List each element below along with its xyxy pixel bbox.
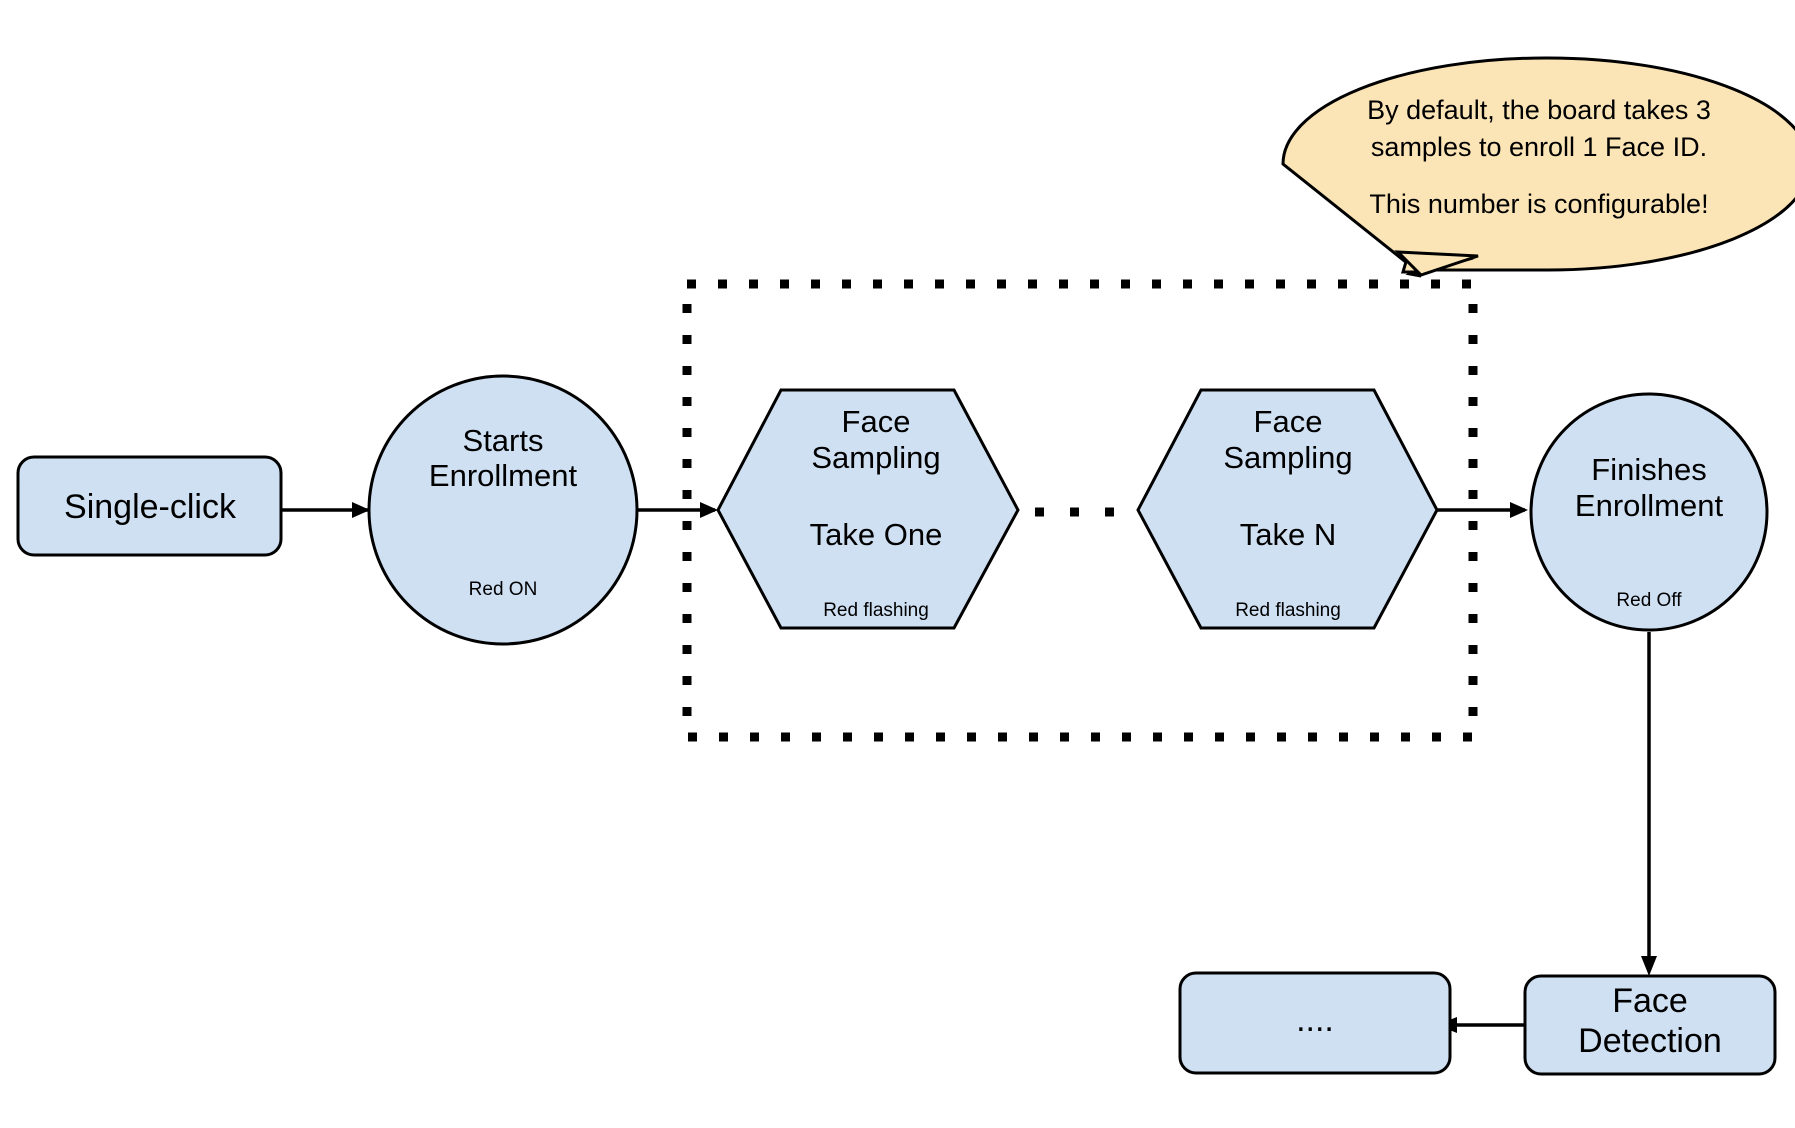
finishes-enrollment-label-line1: Finishes <box>1591 452 1706 487</box>
node-continuation[interactable]: .... <box>1178 971 1452 1075</box>
face-detection-label-line2: Detection <box>1578 1022 1722 1060</box>
node-face-sampling-one[interactable]: Face Sampling Take One Red flashing <box>716 388 1020 630</box>
starts-enrollment-label-line1: Starts <box>463 423 544 458</box>
arrow-sampling-n-to-finishes <box>1437 502 1528 518</box>
arrow-starts-to-sampling-one <box>637 502 718 518</box>
face-sampling-n-label-line1: Face <box>1254 404 1323 439</box>
callout-line1: By default, the board takes 3 <box>1367 95 1711 125</box>
arrow-finishes-to-face-detection <box>1641 632 1657 976</box>
callout-balloon: By default, the board takes 3 samples to… <box>1281 56 1795 278</box>
starts-enrollment-label-line2: Enrollment <box>429 458 578 493</box>
node-face-detection[interactable]: Face Detection <box>1523 974 1777 1076</box>
face-detection-label-line1: Face <box>1612 982 1688 1020</box>
finishes-enrollment-status: Red Off <box>1616 590 1682 611</box>
arrow-single-click-to-starts <box>281 502 370 518</box>
node-single-click[interactable]: Single-click <box>16 455 283 557</box>
starts-enrollment-status: Red ON <box>469 579 538 600</box>
face-sampling-one-status: Red flashing <box>823 600 929 621</box>
callout-line2: samples to enroll 1 Face ID. <box>1371 132 1707 162</box>
face-sampling-n-take: Take N <box>1240 517 1336 552</box>
node-face-sampling-n[interactable]: Face Sampling Take N Red flashing <box>1136 388 1439 630</box>
finishes-enrollment-label-line2: Enrollment <box>1575 488 1724 523</box>
node-starts-enrollment[interactable]: Starts Enrollment Red ON <box>367 374 639 646</box>
face-sampling-one-take: Take One <box>810 517 943 552</box>
callout-line3: This number is configurable! <box>1369 189 1708 219</box>
face-sampling-one-label-line2: Sampling <box>811 440 940 475</box>
continuation-label: .... <box>1296 1001 1334 1039</box>
face-sampling-one-label-line1: Face <box>842 404 911 439</box>
face-sampling-n-status: Red flashing <box>1235 600 1341 621</box>
face-sampling-n-label-line2: Sampling <box>1223 440 1352 475</box>
single-click-label: Single-click <box>64 488 237 526</box>
node-finishes-enrollment[interactable]: Finishes Enrollment Red Off <box>1529 392 1769 632</box>
